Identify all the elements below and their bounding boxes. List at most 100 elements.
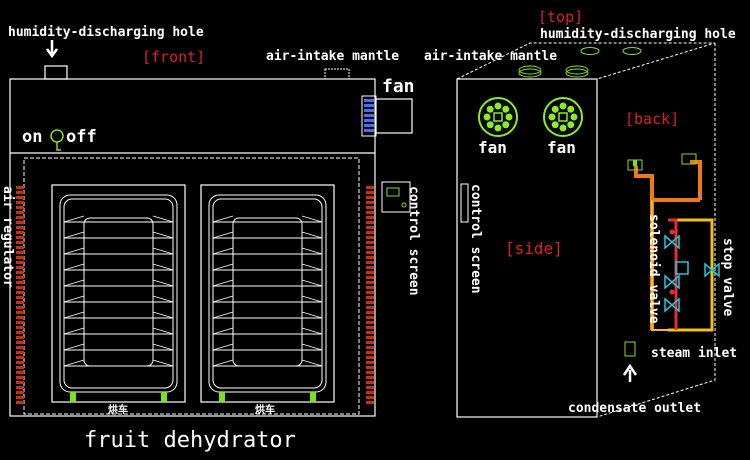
regulator-slat bbox=[366, 301, 374, 304]
regulator-slat bbox=[16, 376, 24, 379]
fan-blade bbox=[502, 105, 510, 113]
fan-hub bbox=[493, 112, 503, 122]
regulator-slat bbox=[366, 326, 374, 329]
valve-icon bbox=[664, 234, 680, 250]
regulator-slat bbox=[366, 266, 374, 269]
regulator-slat bbox=[16, 281, 24, 284]
air-regulator-left bbox=[16, 186, 24, 404]
regulator-slat bbox=[366, 336, 374, 339]
cart-wheel bbox=[219, 392, 225, 402]
tray-edge bbox=[301, 215, 323, 223]
tray-edge bbox=[301, 279, 323, 287]
tray-edge bbox=[301, 263, 323, 271]
fan-blade bbox=[486, 105, 494, 113]
tray-edge bbox=[152, 263, 174, 271]
side-housing bbox=[456, 78, 598, 418]
regulator-slat bbox=[366, 236, 374, 239]
regulator-slat bbox=[366, 386, 374, 389]
regulator-slat bbox=[366, 306, 374, 309]
regulator-slat bbox=[366, 361, 374, 364]
regulator-slat bbox=[366, 391, 374, 394]
fan-blade bbox=[502, 121, 510, 129]
valves bbox=[664, 229, 720, 313]
tray-edge bbox=[301, 231, 323, 239]
tray-edge bbox=[63, 231, 85, 239]
tray-edge bbox=[212, 263, 234, 271]
tray-edge bbox=[152, 215, 174, 223]
side-fans bbox=[478, 97, 583, 137]
tray-edge bbox=[301, 247, 323, 255]
tray-edge bbox=[152, 327, 174, 335]
regulator-slat bbox=[366, 396, 374, 399]
regulator-slat bbox=[366, 186, 374, 189]
fan-stripe bbox=[364, 119, 374, 122]
cart-label-left: 烘车 bbox=[108, 403, 128, 416]
regulator-slat bbox=[366, 231, 374, 234]
tray-edge bbox=[212, 327, 234, 335]
tray-edge bbox=[152, 295, 174, 303]
regulator-slat bbox=[16, 381, 24, 384]
regulator-slat bbox=[16, 311, 24, 314]
regulator-slat bbox=[16, 206, 24, 209]
air-regulator-right bbox=[366, 186, 374, 404]
valve-icon bbox=[664, 274, 680, 290]
tray-edge bbox=[212, 247, 234, 255]
cart-outer bbox=[208, 194, 327, 393]
regulator-slat bbox=[366, 226, 374, 229]
regulator-slat bbox=[366, 316, 374, 319]
regulator-slat bbox=[16, 266, 24, 269]
regulator-slat bbox=[16, 316, 24, 319]
power-switch-icon bbox=[50, 129, 64, 143]
fan-hub bbox=[558, 112, 568, 122]
regulator-slat bbox=[366, 321, 374, 324]
front-fan-label: fan bbox=[382, 76, 415, 97]
fan-stripe bbox=[364, 104, 374, 107]
cart-label-right: 烘车 bbox=[255, 403, 275, 416]
condensate-pipe bbox=[624, 341, 636, 357]
regulator-slat bbox=[366, 271, 374, 274]
tray-edge bbox=[63, 263, 85, 271]
air-intake-mantle bbox=[324, 68, 350, 80]
regulator-slat bbox=[366, 281, 374, 284]
regulator-slat bbox=[366, 376, 374, 379]
regulator-slat bbox=[16, 186, 24, 189]
regulator-slat bbox=[16, 321, 24, 324]
regulator-slat bbox=[366, 251, 374, 254]
regulator-slat bbox=[16, 391, 24, 394]
regulator-slat bbox=[16, 261, 24, 264]
tray-edge bbox=[152, 343, 174, 351]
door-frame bbox=[200, 184, 335, 403]
tray-edge bbox=[63, 359, 85, 367]
control-knob-icon bbox=[401, 202, 407, 208]
top-outline bbox=[456, 42, 716, 80]
cart-inner bbox=[83, 217, 154, 367]
switch-handle-icon bbox=[56, 142, 61, 151]
side-fan-left-label: fan bbox=[478, 138, 507, 157]
regulator-slat bbox=[16, 351, 24, 354]
cart-mid bbox=[212, 198, 323, 389]
fan-blade bbox=[559, 102, 567, 110]
control-screen-panel bbox=[381, 181, 411, 213]
tray-edge bbox=[63, 215, 85, 223]
regulator-slat bbox=[16, 371, 24, 374]
tray-edge bbox=[152, 231, 174, 239]
tray-edge bbox=[212, 311, 234, 319]
regulator-slat bbox=[366, 286, 374, 289]
valve-dot bbox=[669, 229, 675, 235]
top-vents bbox=[518, 47, 642, 78]
back-outline bbox=[596, 43, 716, 418]
side-air-intake-label: air-intake mantle bbox=[424, 49, 557, 64]
tray-edge bbox=[152, 247, 174, 255]
regulator-slat bbox=[366, 356, 374, 359]
regulator-slat bbox=[16, 221, 24, 224]
regulator-slat bbox=[16, 286, 24, 289]
tray-edge bbox=[301, 343, 323, 351]
regulator-slat bbox=[16, 361, 24, 364]
regulator-slat bbox=[16, 251, 24, 254]
regulator-slat bbox=[366, 256, 374, 259]
door-frame bbox=[51, 184, 186, 403]
top-tag: [top] bbox=[538, 8, 583, 26]
fan-blade bbox=[494, 124, 502, 132]
tray-edge bbox=[301, 359, 323, 367]
regulator-slat bbox=[16, 191, 24, 194]
